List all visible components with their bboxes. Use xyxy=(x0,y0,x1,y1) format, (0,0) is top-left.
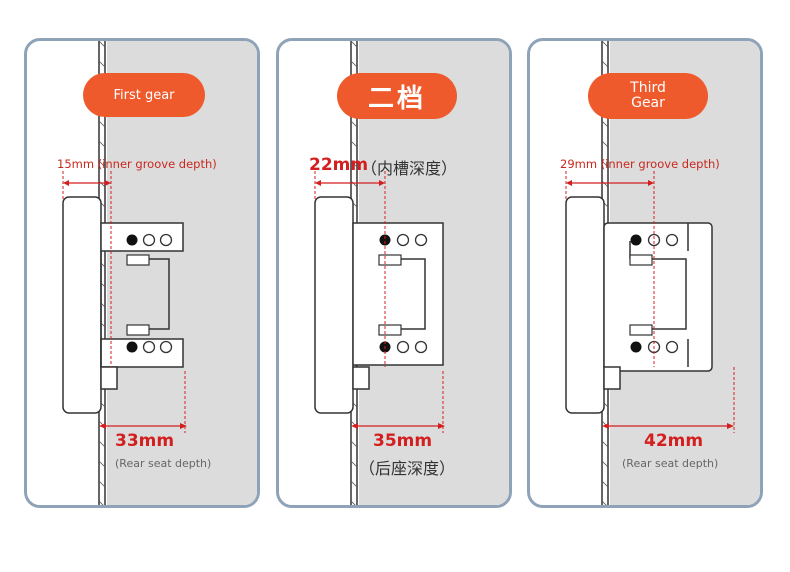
slot-bottom xyxy=(126,324,150,336)
groove-arrowheads xyxy=(63,180,111,186)
face-plate xyxy=(314,196,354,414)
rear-seat xyxy=(100,366,118,390)
panel-second-gear: 二档 22mm （内槽深度） 35mm （后座深度） xyxy=(276,38,512,508)
slot-top xyxy=(629,254,653,266)
slot-top xyxy=(378,254,402,266)
hole-empty xyxy=(414,233,428,247)
face-plate xyxy=(565,196,605,414)
hole-empty xyxy=(142,340,156,354)
panel-first-gear: First gear 15mm (inner groove depth) 33m… xyxy=(24,38,260,508)
hole-filled xyxy=(630,341,642,353)
hole-empty xyxy=(159,233,173,247)
face-plate xyxy=(62,196,102,414)
hole-empty xyxy=(647,233,661,247)
gear-badge: Third Gear xyxy=(588,73,708,119)
groove-depth-label: 15mm (inner groove depth) xyxy=(57,157,217,171)
slot-bottom xyxy=(629,324,653,336)
hole-empty xyxy=(142,233,156,247)
bracket-inner xyxy=(629,223,689,367)
groove-depth-label: 29mm (inner groove depth) xyxy=(560,157,720,171)
hole-filled xyxy=(630,234,642,246)
panel-third-gear: Third Gear 29mm (inner groove depth) 42m… xyxy=(527,38,763,508)
groove-depth-value: 22mm xyxy=(309,155,369,175)
slot-top xyxy=(126,254,150,266)
hole-filled xyxy=(379,234,391,246)
rear-depth-value: 42mm xyxy=(644,431,704,451)
hole-empty xyxy=(396,340,410,354)
rear-depth-value: 33mm xyxy=(115,431,175,451)
gear-badge: First gear xyxy=(83,73,205,117)
hole-empty xyxy=(665,340,679,354)
rear-depth-label: (Rear seat depth) xyxy=(115,457,212,470)
slot-bottom xyxy=(378,324,402,336)
gear-badge: 二档 xyxy=(337,73,457,119)
bracket-body xyxy=(352,222,444,366)
hole-empty xyxy=(396,233,410,247)
bracket-inner xyxy=(379,258,426,330)
rear-seat xyxy=(603,366,621,390)
hole-empty xyxy=(414,340,428,354)
rear-seat xyxy=(352,366,370,390)
hole-empty xyxy=(159,340,173,354)
rear-depth-value: 35mm xyxy=(373,431,433,451)
rear-depth-label: （后座深度） xyxy=(359,459,456,478)
groove-depth-label: （内槽深度） xyxy=(361,159,458,178)
hole-filled xyxy=(126,234,138,246)
hole-filled xyxy=(126,341,138,353)
hole-empty xyxy=(665,233,679,247)
first-gear-diagram xyxy=(62,41,257,505)
rear-depth-label: (Rear seat depth) xyxy=(622,457,719,470)
